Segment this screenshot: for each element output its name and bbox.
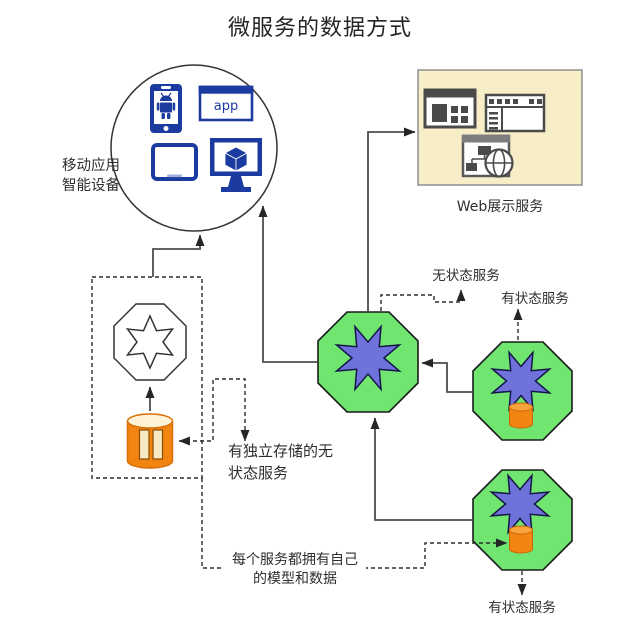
- independent-storage-label-line1: 有独立存储的无: [228, 442, 334, 460]
- eight-point-star-icon: [490, 350, 552, 412]
- browser-list-icon: [484, 93, 546, 133]
- sitemap-globe-icon: [461, 134, 514, 178]
- database-cylinder-icon: [509, 525, 533, 554]
- leader-stateless-label: [380, 289, 466, 311]
- stateful-service-octagon-bottom: [472, 469, 573, 571]
- connector-boundary-to-devices: [152, 234, 205, 277]
- database-cylinder-icon: [126, 413, 174, 469]
- stateful-service-label-top: 有状态服务: [501, 291, 569, 307]
- stateless-service-boundary: [91, 276, 203, 479]
- stateful-service-label-bottom: 有状态服务: [488, 600, 556, 616]
- solid-connectors: [145, 127, 473, 521]
- six-point-star-icon: [125, 314, 175, 370]
- web-service-label: Web展示服务: [456, 199, 544, 215]
- desktop-monitor-icon: [210, 138, 262, 192]
- client-devices-label-line1: 移动应用: [62, 158, 120, 174]
- client-devices-label: 移动应用 智能设备: [62, 156, 120, 196]
- stateful-service-octagon-top: [472, 341, 573, 441]
- client-devices-label-line2: 智能设备: [62, 178, 120, 194]
- app-window-icon: [198, 85, 254, 122]
- connector-stateless-to-web: [367, 127, 416, 312]
- leader-boundary-to-bottom-db: [201, 478, 508, 569]
- independent-storage-label: 有独立存储的无 状态服务: [228, 440, 333, 484]
- own-model-label: 每个服务都拥有自己 的模型和数据: [224, 551, 366, 589]
- connector-stateful-bottom-to-stateless: [370, 417, 473, 521]
- database-cylinder-icon: [509, 402, 533, 429]
- app-window-label: app: [213, 98, 239, 114]
- android-phone-icon: [150, 84, 182, 133]
- eight-point-star-icon: [334, 324, 402, 392]
- own-model-label-line2: 的模型和数据: [253, 571, 337, 587]
- eight-point-star-icon: [489, 473, 551, 535]
- stateless-service-label: 无状态服务: [432, 268, 500, 284]
- connector-stateful-top-to-stateless: [421, 358, 473, 393]
- own-model-label-line1: 每个服务都拥有自己: [232, 552, 358, 568]
- page-title: 微服务的数据方式: [227, 16, 412, 41]
- stateless-service-octagon: [317, 311, 419, 413]
- tablet-icon: [151, 143, 198, 181]
- leader-db-to-independent-label: [178, 378, 250, 446]
- browser-grid-icon: [423, 88, 477, 129]
- connector-stateless-to-devices: [258, 205, 318, 363]
- dashed-connectors: [178, 289, 527, 596]
- independent-storage-label-line2: 状态服务: [228, 464, 289, 482]
